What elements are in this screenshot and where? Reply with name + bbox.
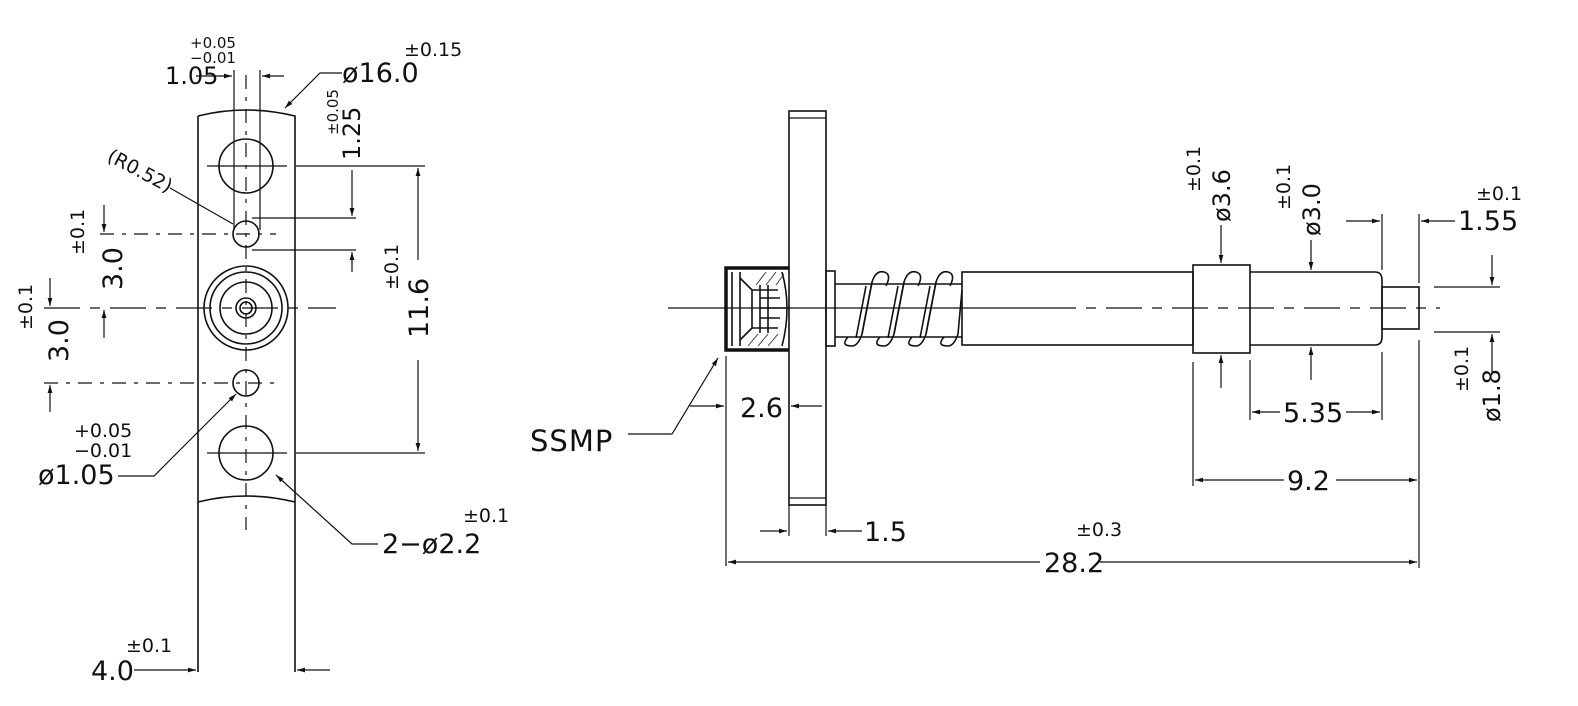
small-hole-tol-plus: +0.05 — [74, 420, 132, 442]
tip-length-value: 1.55 — [1458, 206, 1518, 237]
collar-diameter-tol: ±0.1 — [1183, 146, 1205, 192]
side-view-connector: SSMP 2.6 1.5 28.2 ±0.3 ø3.6 ±0.1 ø3.0 ±0… — [530, 110, 1522, 579]
plate-outline — [197, 109, 296, 672]
tip-diameter-tol: ±0.1 — [1451, 346, 1473, 392]
slot-width-value: 1.05 — [165, 62, 218, 90]
collar-diameter-value: ø3.6 — [1208, 169, 1236, 222]
lower-pitch-tol: ±0.1 — [15, 284, 37, 330]
lower-pitch-value: 3.0 — [44, 319, 75, 362]
arc-diameter-tol: ±0.15 — [404, 39, 462, 61]
small-hole-value: ø1.05 — [38, 460, 115, 491]
upper-pitch-value: 3.0 — [98, 247, 129, 290]
hole-span-value: 11.6 — [404, 278, 435, 338]
barrel-length-value: 5.35 — [1283, 398, 1343, 429]
ssmp-label: SSMP — [530, 424, 613, 458]
tip-diameter-value: ø1.8 — [1478, 369, 1506, 422]
flange-thickness-value: 1.5 — [864, 517, 907, 548]
tip — [1381, 286, 1420, 330]
front-view-plate: 1.05 +0.05 −0.01 ø16.0 ±0.15 1.25 ±0.05 … — [15, 34, 509, 687]
hole-span-tol: ±0.1 — [381, 244, 403, 290]
plate-width-tol: ±0.1 — [126, 635, 172, 657]
overall-length-value: 28.2 — [1044, 548, 1104, 579]
tip-length-tol: ±0.1 — [1476, 183, 1522, 205]
collar-to-tip-value: 9.2 — [1287, 466, 1330, 497]
mount-holes-value: 2−ø2.2 — [382, 529, 481, 560]
barrel-diameter-tol: ±0.1 — [1273, 164, 1295, 210]
overall-length-tol: ±0.3 — [1076, 519, 1122, 541]
barrel-diameter-value: ø3.0 — [1298, 183, 1326, 236]
slot-width-tol-plus: +0.05 — [190, 34, 236, 52]
top-gap-tol: ±0.05 — [324, 89, 342, 135]
mount-holes-tol: ±0.1 — [463, 505, 509, 527]
small-hole-tol-minus: −0.01 — [74, 440, 132, 462]
spring — [844, 270, 963, 347]
upper-pitch-tol: ±0.1 — [67, 209, 89, 255]
radius-note: (R0.52) — [104, 145, 176, 197]
connector-length-value: 2.6 — [740, 393, 783, 424]
collar — [1192, 264, 1251, 354]
ssmp-connector — [724, 266, 789, 352]
plate-width-value: 4.0 — [91, 656, 134, 687]
arc-diameter-value: ø16.0 — [342, 58, 419, 89]
slot-width-tol-minus: −0.01 — [190, 49, 236, 67]
top-gap-value: 1.25 — [338, 107, 366, 160]
